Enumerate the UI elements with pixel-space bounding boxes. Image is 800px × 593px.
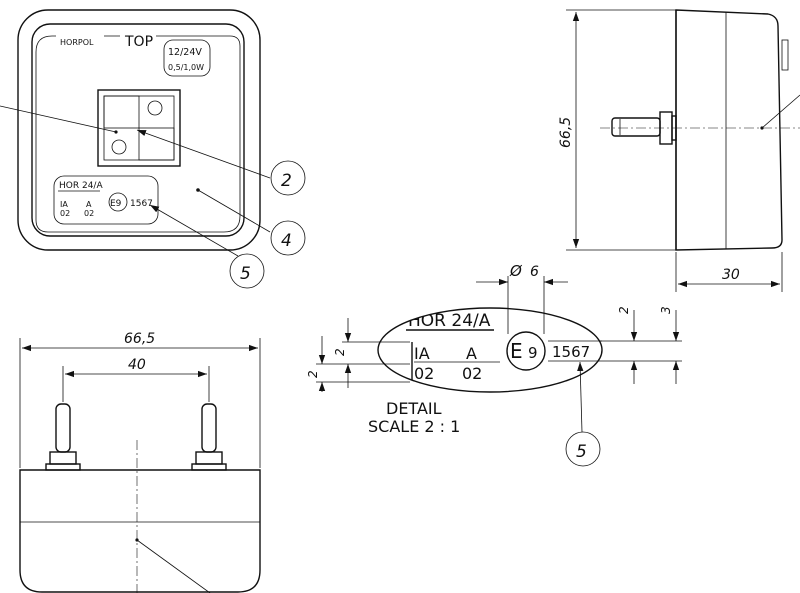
detail-dim-right-1: 2 xyxy=(617,306,631,314)
callout-4: 4 xyxy=(270,220,306,256)
mark-02: 02 xyxy=(84,209,94,218)
approval-number: 1567 xyxy=(130,199,153,209)
detail-title: DETAIL xyxy=(386,399,442,418)
detail-mark-02: 02 xyxy=(462,364,482,383)
detail-dim-left-1: 2 xyxy=(333,348,347,356)
detail-e-letter: E xyxy=(510,339,523,363)
pin-right xyxy=(191,403,227,471)
front-view: HORPOL TOP 12/24V 0,5/1,0W HOR 24/A IA 0… xyxy=(0,9,271,257)
top-label: TOP xyxy=(124,34,153,50)
side-height-dim: 66,5 xyxy=(558,117,574,148)
detail-dia-symbol: Ø xyxy=(509,262,523,280)
detail-e-circle xyxy=(506,331,546,371)
housing-inner xyxy=(31,23,245,237)
detail-e-number: 9 xyxy=(528,344,538,362)
detail-mark-02: 02 xyxy=(414,364,434,383)
detail-approval-number: 1567 xyxy=(552,343,590,361)
pin-left xyxy=(45,403,81,471)
detail-mark-a: A xyxy=(466,344,477,363)
e-mark: E9 xyxy=(110,199,122,209)
callout-2: 2 xyxy=(270,160,306,196)
detail-scale: SCALE 2 : 1 xyxy=(368,417,460,436)
svg-text:2: 2 xyxy=(281,171,292,191)
detail-dim-right-2: 3 xyxy=(659,306,673,314)
detail-view: HOR 24/A IA 02 A 02 E 9 1567 Ø 6 2 2 xyxy=(306,262,682,436)
brand-label: HORPOL xyxy=(60,38,94,47)
mark-02: 02 xyxy=(60,209,70,218)
rating-power: 0,5/1,0W xyxy=(168,63,204,72)
detail-dim-left-2: 2 xyxy=(306,370,320,378)
pin-spacing-dim: 40 xyxy=(128,357,146,373)
lens-surface xyxy=(35,35,241,233)
reflector-dot xyxy=(147,100,163,116)
detail-dia-value: 6 xyxy=(530,264,539,280)
svg-text:5: 5 xyxy=(240,264,251,284)
detail-code: HOR 24/A xyxy=(408,311,491,331)
bottom-width-dim: 66,5 xyxy=(124,331,155,347)
rating-voltage: 12/24V xyxy=(168,47,202,58)
svg-text:5: 5 xyxy=(576,442,587,462)
approval-code: HOR 24/A xyxy=(59,181,103,191)
e-mark-circle xyxy=(108,192,128,212)
svg-text:4: 4 xyxy=(281,231,292,251)
callout-5-detail: 5 xyxy=(565,431,601,467)
mark-ia: IA xyxy=(60,200,68,209)
side-depth-dim: 30 xyxy=(722,267,740,283)
reflector-dot xyxy=(111,139,127,155)
mark-a: A xyxy=(86,200,92,209)
housing-outer xyxy=(17,9,261,251)
bottom-view: 66,5 40 xyxy=(19,331,261,593)
side-view: 66,5 30 xyxy=(558,9,800,292)
rating-box xyxy=(163,39,211,77)
callout-5-front: 5 xyxy=(229,253,265,289)
approval-box xyxy=(53,175,159,225)
detail-mark-ia: IA xyxy=(414,344,430,363)
